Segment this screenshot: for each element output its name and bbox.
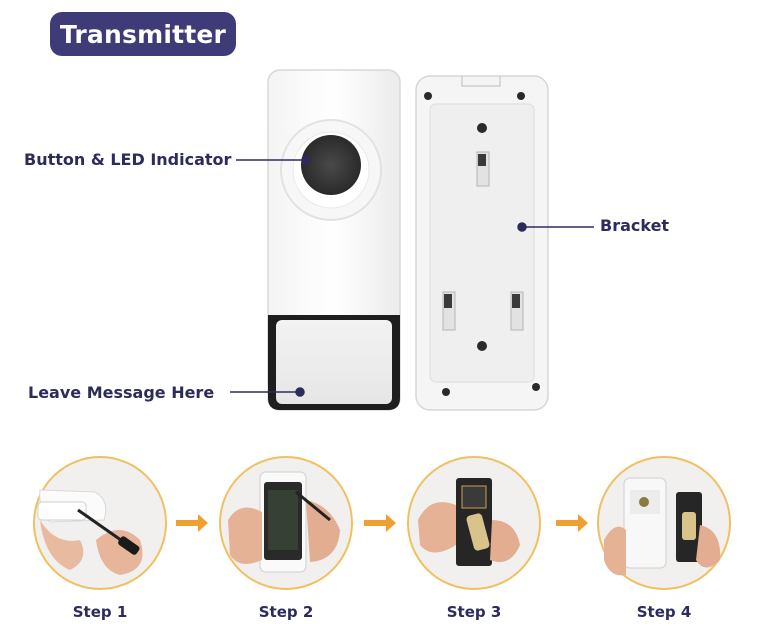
step-2-label: Step 2 <box>258 603 314 621</box>
title-text: Transmitter <box>59 19 227 49</box>
arrow-1 <box>176 514 208 532</box>
callout-lines <box>230 155 594 397</box>
screw-hole <box>477 341 487 351</box>
callout-bracket: Bracket <box>600 216 670 235</box>
step-4-image <box>597 456 731 590</box>
title-badge: Transmitter <box>50 12 236 56</box>
arrow-2 <box>364 514 396 532</box>
step-1-image <box>33 456 167 590</box>
step-2-image <box>219 456 353 590</box>
bracket <box>415 75 549 411</box>
step-3-label: Step 3 <box>446 603 502 621</box>
button-led-indicator <box>301 135 361 195</box>
message-window <box>276 320 392 404</box>
screw-hole <box>477 123 487 133</box>
arrow-3 <box>556 514 588 532</box>
callout-button-led: Button & LED Indicator <box>24 150 232 169</box>
step-1-label: Step 1 <box>72 603 128 621</box>
step-4-label: Step 4 <box>636 603 692 621</box>
transmitter-front <box>267 69 401 411</box>
callout-leave-message: Leave Message Here <box>28 383 215 402</box>
step-3-image <box>407 456 541 590</box>
